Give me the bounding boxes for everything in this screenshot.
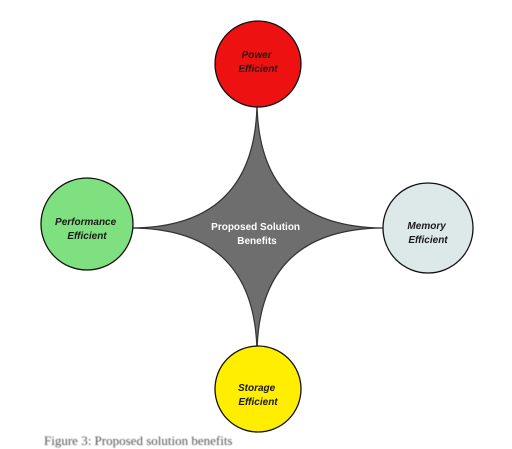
node-storage: Storage Efficient [214, 345, 302, 433]
node-performance-line2: Efficient [67, 231, 107, 242]
node-performance-line1: Performance [55, 217, 117, 228]
center-label-line1: Proposed Solution [211, 222, 300, 233]
node-power-line2: Efficient [238, 64, 278, 75]
node-performance: Performance Efficient [40, 177, 134, 271]
node-power-label: Power Efficient [238, 50, 278, 75]
node-storage-circle [214, 345, 302, 433]
center-label: Proposed Solution Benefits [211, 222, 303, 247]
node-performance-label: Performance Efficient [55, 217, 119, 242]
node-power-circle [214, 20, 302, 108]
node-memory-line1: Memory [407, 221, 446, 232]
node-power: Power Efficient [214, 20, 302, 108]
node-storage-line1: Storage [238, 383, 276, 394]
node-memory: Memory Efficient [382, 182, 474, 274]
node-memory-line2: Efficient [408, 235, 448, 246]
node-performance-circle [40, 177, 134, 271]
node-storage-line2: Efficient [238, 397, 278, 408]
figure-caption: Figure 3: Proposed solution benefits [44, 434, 233, 448]
node-power-line1: Power [242, 50, 273, 61]
node-memory-circle [382, 182, 474, 274]
node-storage-label: Storage Efficient [238, 383, 278, 408]
node-memory-label: Memory Efficient [407, 221, 448, 246]
center-label-line2: Benefits [237, 236, 277, 247]
